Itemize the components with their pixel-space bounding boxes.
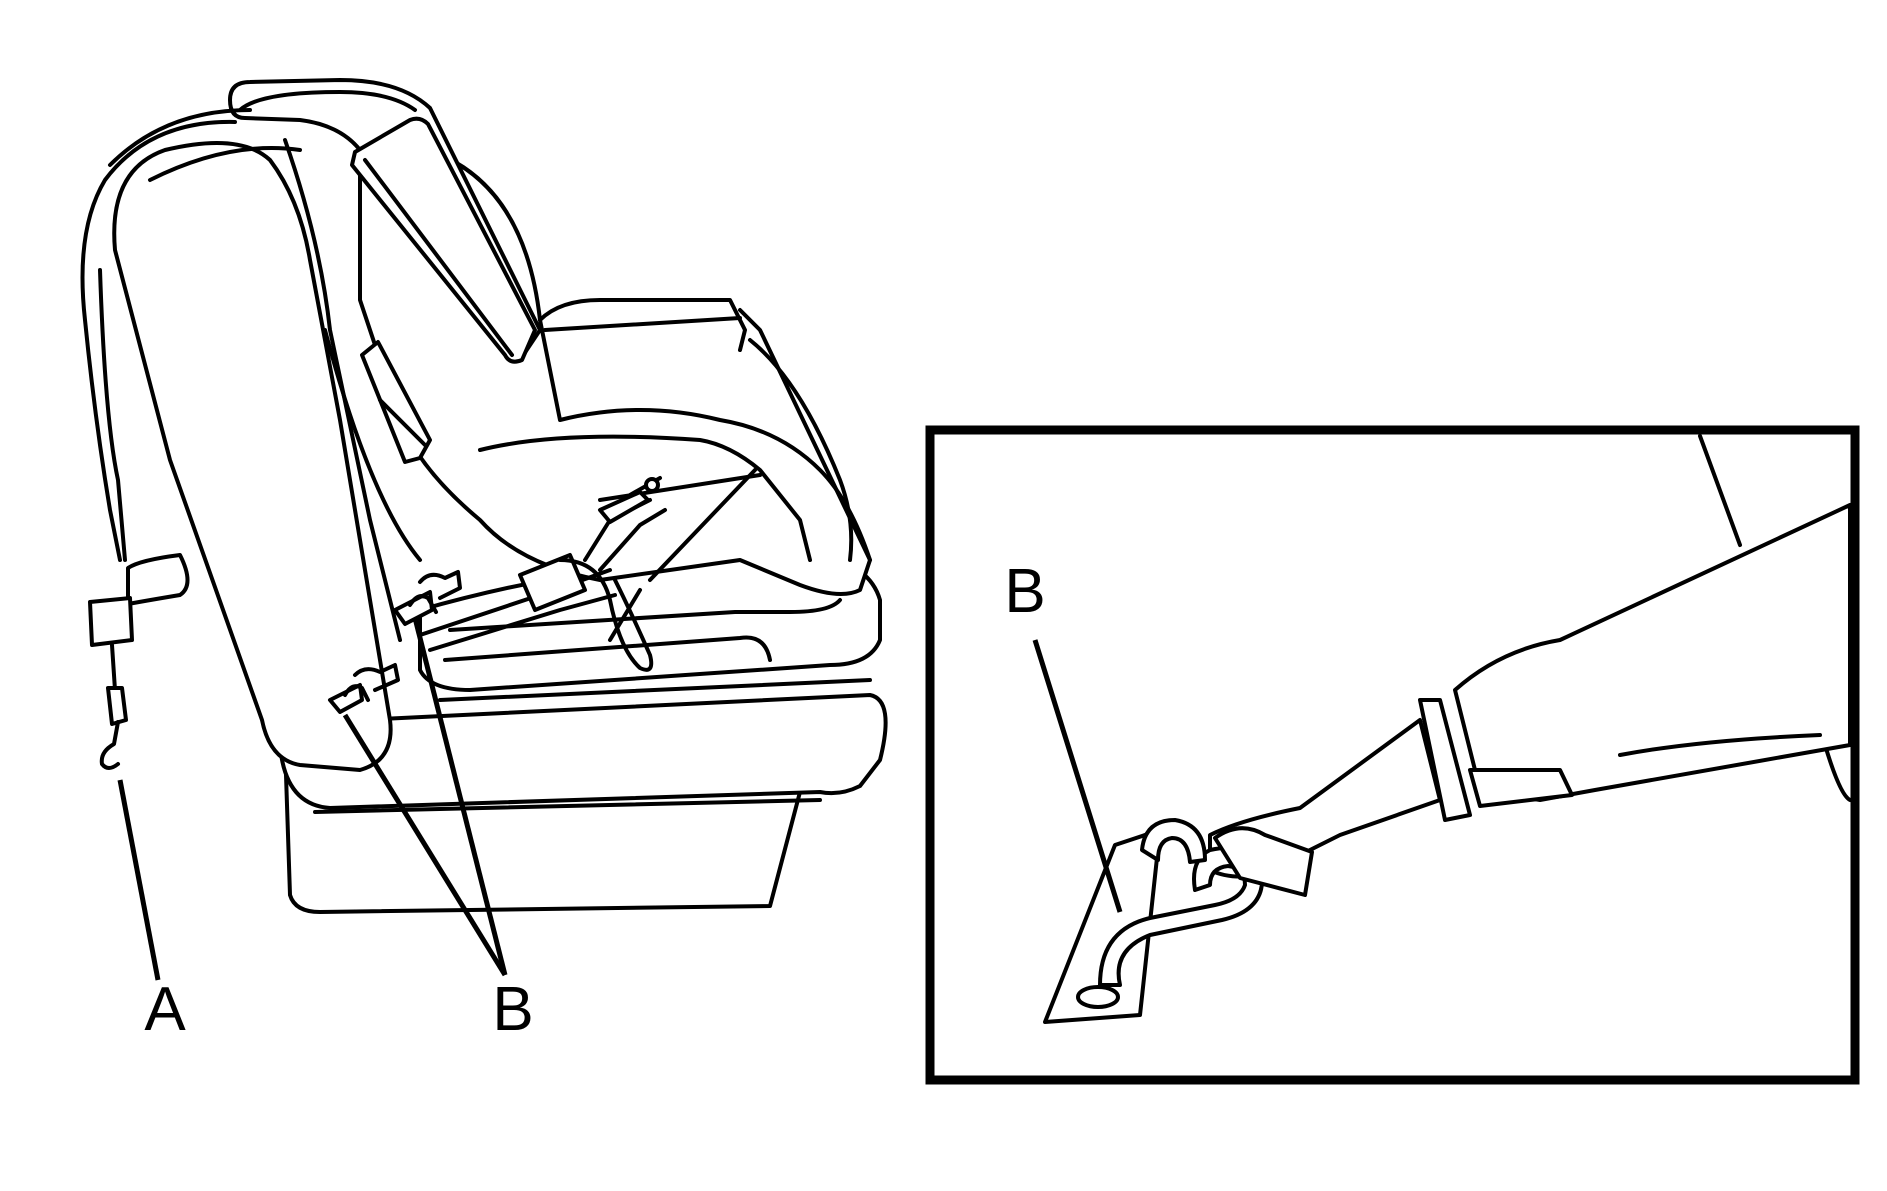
seat-back (112, 138, 432, 772)
lower-anchor-right (393, 570, 462, 626)
inset-label-b: B (1004, 557, 1045, 626)
lower-anchor-left (328, 663, 400, 714)
lower-latch-straps (418, 476, 667, 672)
callout-line-b-left (342, 713, 508, 977)
top-tether-strap (80, 108, 252, 770)
headrest (228, 78, 542, 364)
callout-line-a (117, 779, 161, 981)
label-b: B (492, 975, 533, 1044)
inset-callout-line-b (1032, 639, 1123, 913)
seat-base (278, 678, 888, 914)
callout-line-b-right (412, 617, 508, 976)
label-a: A (144, 975, 186, 1044)
inset-detail (925, 425, 1860, 1085)
